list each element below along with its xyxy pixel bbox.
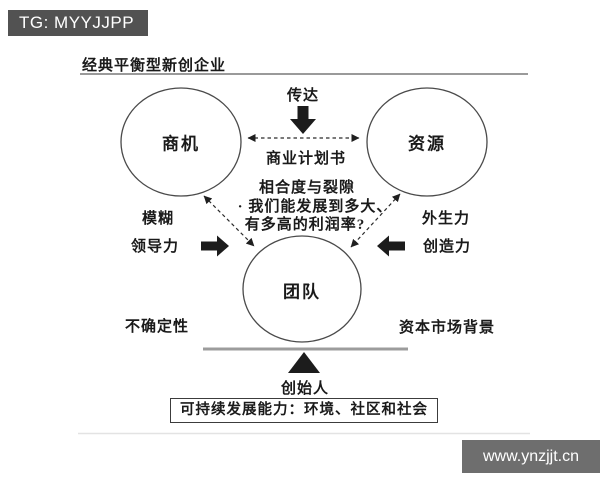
node-label-team: 团队 (283, 282, 321, 302)
node-label-resources: 资源 (408, 134, 446, 154)
node-label-opportunity: 商机 (162, 134, 200, 154)
left-dashed-arrow (203, 195, 255, 247)
sustainability-label: 可持续发展能力：环境、社区和社会 (180, 402, 428, 418)
label-uncertainty: 不确定性 (124, 319, 190, 335)
telegram-badge: TG: MYYJJPP (8, 10, 149, 36)
label-fit-gap-line2: 有多高的利润率? (244, 217, 366, 233)
title-underline (80, 73, 528, 75)
sustainability-box: 可持续发展能力：环境、社区和社会 (170, 398, 438, 423)
label-founder: 创始人 (280, 381, 330, 397)
label-exogenous-force: 外生力 (421, 211, 471, 227)
convey-down-arrow (290, 106, 316, 134)
opportunity-circle (120, 87, 242, 197)
label-business-plan: 商业计划书 (265, 151, 347, 167)
resources-circle (366, 87, 488, 197)
leadership-right-arrow (201, 235, 229, 257)
label-fit-gap-line1: · 我们能发展到多大、 (237, 199, 393, 215)
label-creativity: 创造力 (422, 239, 472, 255)
diagram-title: 经典平衡型新创企业 (82, 58, 227, 74)
watermark-badge: www.ynzjjt.cn (462, 440, 600, 473)
label-ambiguity: 模糊 (141, 211, 175, 227)
creativity-left-arrow (377, 235, 405, 257)
team-circle (242, 235, 362, 343)
label-fit-gap-title: 相合度与裂隙 (258, 180, 356, 196)
right-dashed-arrow (350, 193, 401, 248)
label-capital-market: 资本市场背景 (398, 320, 496, 336)
fulcrum-triangle (288, 352, 320, 373)
label-leadership: 领导力 (130, 239, 180, 255)
label-convey: 传达 (286, 88, 320, 104)
